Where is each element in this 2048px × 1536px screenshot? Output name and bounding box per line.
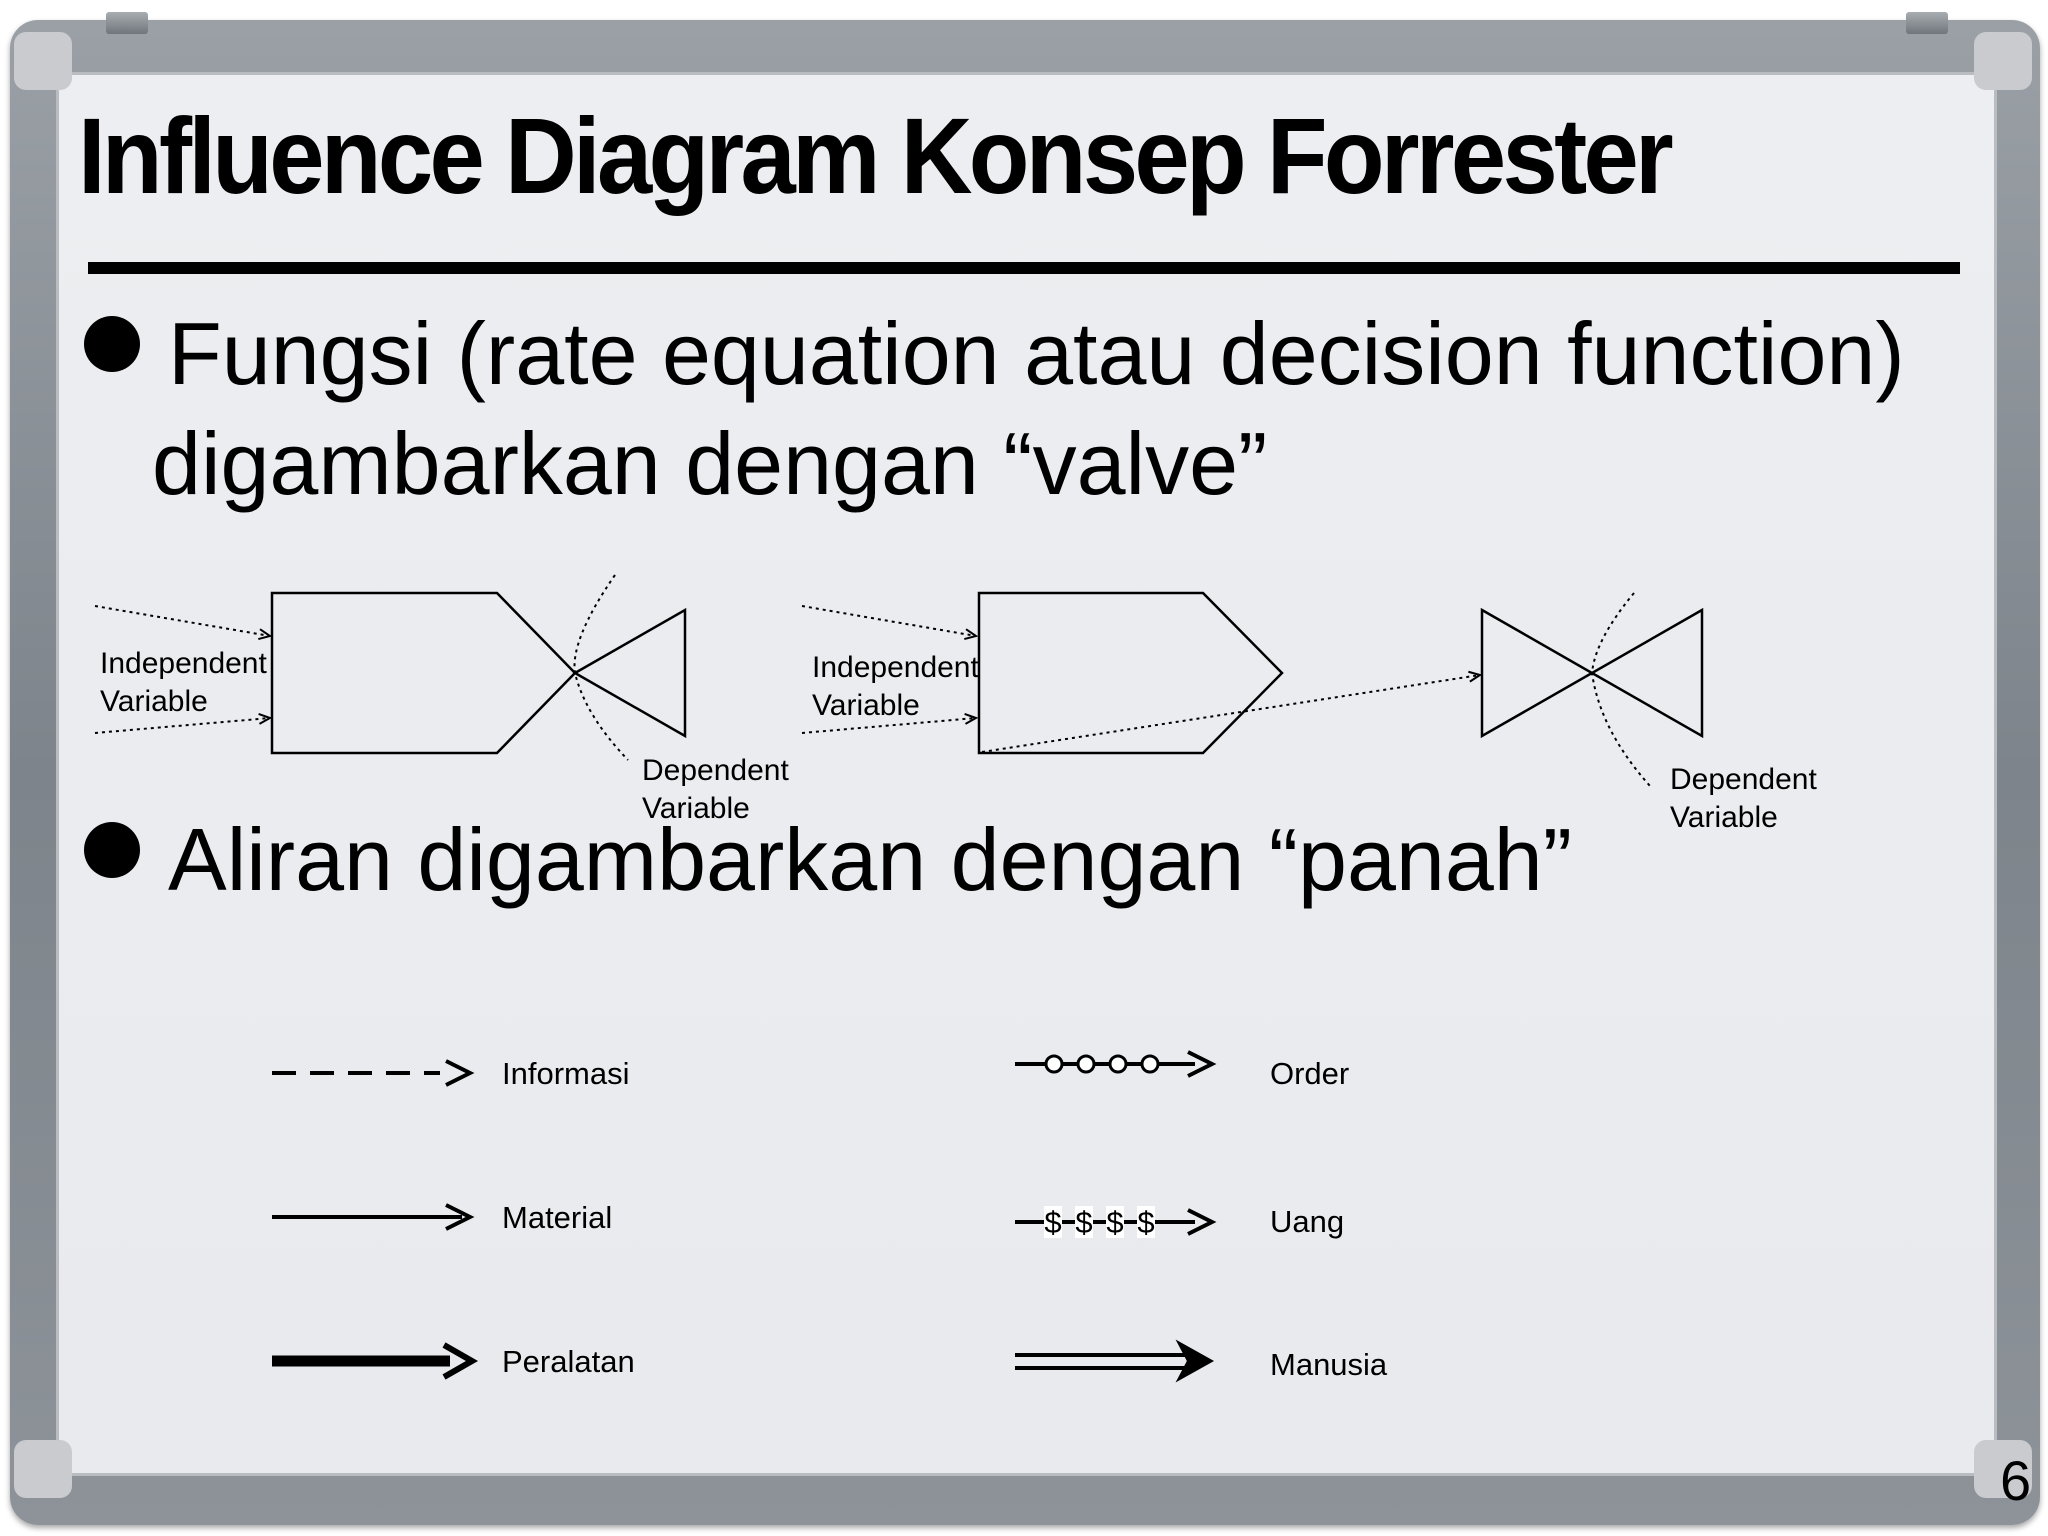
order-circle-3 bbox=[1108, 1054, 1128, 1074]
left-dependent-label-line-2: Variable bbox=[642, 792, 750, 825]
uang-glyph-bg-1 bbox=[1044, 1206, 1062, 1238]
right-level-box bbox=[977, 591, 1284, 755]
left-output-curve bbox=[573, 574, 629, 761]
legend-label-informasi: Informasi bbox=[502, 1056, 630, 1091]
right-independent-label-line-1: Independent bbox=[812, 651, 979, 684]
frame-corner-tl bbox=[14, 32, 72, 90]
left-input-arrow-2 bbox=[94, 718, 270, 734]
arrowhead-peralatan bbox=[442, 1342, 479, 1380]
uang-glyph-bg-2 bbox=[1075, 1206, 1093, 1238]
right-valve-group bbox=[801, 591, 1704, 787]
order-circle-1 bbox=[1044, 1054, 1064, 1074]
frame-corner-tr bbox=[1974, 32, 2032, 90]
frame-corner-bl bbox=[14, 1440, 72, 1498]
right-independent-label: Independent Variable bbox=[812, 649, 979, 725]
bullet-1-line-1: Fungsi (rate equation atau decision func… bbox=[168, 304, 1905, 403]
left-dependent-label: Dependent Variable bbox=[642, 752, 789, 828]
right-independent-label-line-2: Variable bbox=[812, 689, 920, 722]
left-independent-label-line-2: Variable bbox=[100, 685, 208, 718]
left-level-box bbox=[270, 591, 577, 755]
uang-dollar-1: $ bbox=[1044, 1205, 1061, 1240]
uang-dollar-2: $ bbox=[1075, 1205, 1092, 1240]
left-valve-triangle bbox=[572, 607, 687, 739]
right-input-arrow-1 bbox=[801, 605, 976, 636]
right-input-arrow-2 bbox=[801, 718, 976, 734]
legend-arrows: $ $ $ $ bbox=[272, 1050, 1217, 1383]
uang-glyph-bg-3 bbox=[1106, 1206, 1124, 1238]
arrowhead-uang bbox=[1187, 1208, 1217, 1236]
bullet-2-line-1: Aliran digambarkan dengan “panah” bbox=[168, 810, 1573, 909]
slide-title: Influence Diagram Konsep Forrester bbox=[78, 95, 1674, 216]
left-dependent-label-line-1: Dependent bbox=[642, 754, 789, 787]
title-underline bbox=[88, 262, 1960, 274]
legend-label-uang: Uang bbox=[1270, 1204, 1345, 1239]
order-circle-4 bbox=[1140, 1054, 1160, 1074]
right-output-curve bbox=[1590, 592, 1651, 787]
left-independent-label: Independent Variable bbox=[100, 645, 267, 721]
bullet-1-line-2: digambarkan dengan “valve” bbox=[152, 414, 1268, 513]
page-number: 6 bbox=[2000, 1449, 2032, 1512]
legend-label-order: Order bbox=[1270, 1056, 1350, 1091]
arrowhead-order bbox=[1187, 1050, 1217, 1078]
right-dependent-label-line-2: Variable bbox=[1670, 801, 1778, 834]
right-dependent-label: Dependent Variable bbox=[1670, 761, 1817, 837]
frame-clip-right bbox=[1906, 12, 1948, 34]
left-independent-label-line-1: Independent bbox=[100, 647, 267, 680]
arrowhead-informasi bbox=[445, 1059, 475, 1087]
arrowhead-manusia bbox=[1175, 1339, 1215, 1383]
left-valve-group bbox=[94, 574, 687, 761]
frame-corner-br bbox=[1974, 1440, 2032, 1498]
bullet-dot-1 bbox=[84, 316, 140, 372]
legend-label-peralatan: Peralatan bbox=[502, 1344, 635, 1379]
right-dependent-label-line-1: Dependent bbox=[1670, 763, 1817, 796]
arrowhead-material bbox=[445, 1203, 475, 1231]
uang-dollar-3: $ bbox=[1106, 1205, 1123, 1240]
uang-dollar-4: $ bbox=[1137, 1205, 1154, 1240]
bullet-dot-2 bbox=[84, 822, 140, 878]
right-cross-arrow bbox=[981, 675, 1480, 753]
order-circle-2 bbox=[1076, 1054, 1096, 1074]
frame-clip-left bbox=[106, 12, 148, 34]
uang-glyph-bg-4 bbox=[1137, 1206, 1155, 1238]
legend-label-manusia: Manusia bbox=[1270, 1347, 1388, 1382]
legend-label-material: Material bbox=[502, 1200, 613, 1235]
whiteboard-surface bbox=[56, 72, 1997, 1476]
left-input-arrow-1 bbox=[94, 605, 270, 636]
